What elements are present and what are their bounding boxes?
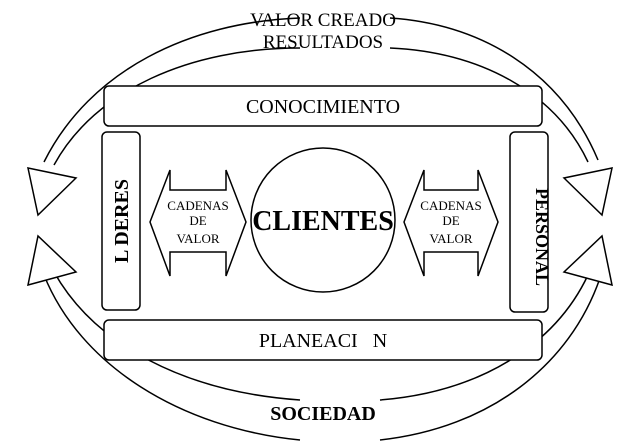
outer-arc-top-right [389,17,599,161]
top-text-line1: VALOR CREADO [250,10,396,31]
right-bar [509,131,549,313]
arrowhead-left-lower [27,234,78,287]
bottom-bar [103,319,543,361]
left-value-chain-line1: CADENAS [167,198,228,213]
arrowhead-left-upper [27,167,78,217]
right-value-chain-line1: CADENAS [420,198,481,213]
cycle-arrowheads [27,167,613,287]
left-value-chain-arrow [149,169,247,277]
outer-arc-bottom-left [43,274,301,441]
right-bar-label: PERSONAL [532,188,552,286]
bottom-text: SOCIEDAD [270,403,376,425]
right-value-chain-line2: DE [442,213,459,228]
left-bar [101,131,141,311]
left-bar-label: L DERES [111,179,133,263]
bottom-bar-label: PLANEACI N [259,330,387,352]
outer-arc-bottom-right [379,277,601,441]
arrowhead-right-upper [562,167,613,217]
top-bar-label: CONOCIMIENTO [246,96,400,118]
left-value-chain-line3: VALOR [176,231,219,246]
right-value-chain-arrow [403,169,499,277]
inner-arc-top-right [389,47,589,163]
arrowhead-right-lower [562,234,613,287]
left-value-chain-line2: DE [189,213,206,228]
outer-cycle [43,17,601,441]
top-text-line2: RESULTADOS [263,32,383,53]
center-label: CLIENTES [252,206,394,237]
top-bar [103,85,543,127]
inner-arc-top-left [53,47,301,166]
center-circle [250,147,396,293]
right-value-chain-line3: VALOR [429,231,472,246]
outer-arc-top-left [43,17,301,163]
